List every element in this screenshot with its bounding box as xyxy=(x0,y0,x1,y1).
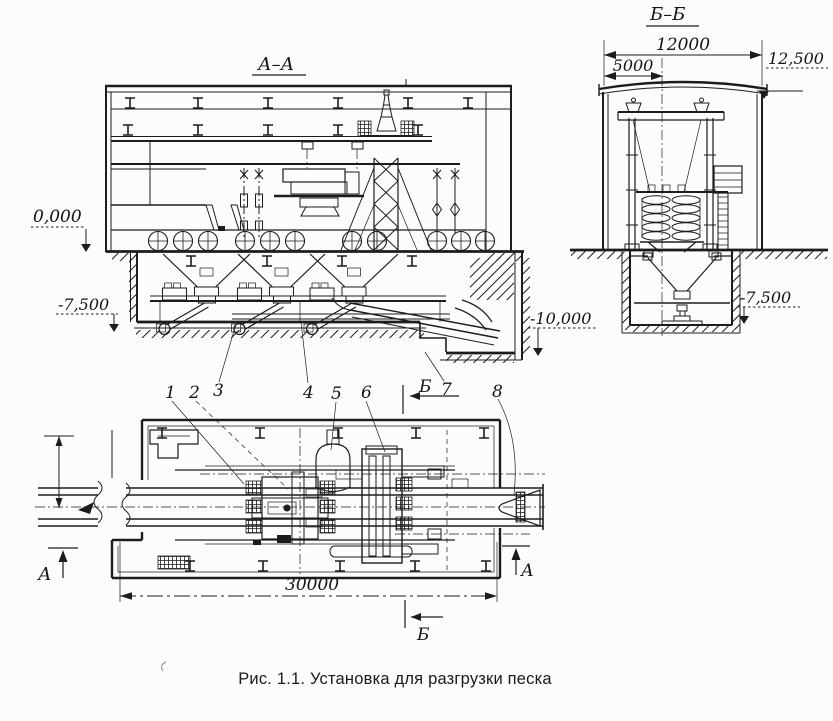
callout-4: 4 xyxy=(302,383,314,403)
section-mark-b-bottom: Б xyxy=(404,600,443,645)
bb-pit-hopper xyxy=(634,252,730,326)
aa-suspended-hoist xyxy=(274,168,364,217)
aa-roof-beams xyxy=(111,97,511,205)
bb-pit xyxy=(621,250,741,334)
plan-building-outline xyxy=(110,418,502,580)
aa-floor-and-rails xyxy=(106,204,524,253)
callout-6: 6 xyxy=(361,383,372,403)
plan-view: Б 1 2 3 4 5 6 7 8 xyxy=(35,321,545,672)
callout-3: 3 xyxy=(213,381,224,401)
dim-5000-label: 5000 xyxy=(613,56,654,75)
section-mark-a-right: А xyxy=(502,545,534,581)
section-mark-b-top: Б xyxy=(402,377,459,414)
aa-hopper-2 xyxy=(231,253,326,336)
aa-lattice-tower xyxy=(340,89,432,251)
aa-wheelsets xyxy=(147,230,496,252)
callout-5: 5 xyxy=(331,384,342,404)
aa-hanger-rods-right xyxy=(431,168,461,233)
plan-track-end-frog xyxy=(498,489,541,527)
elevation-label-m7500-aa: -7,500 xyxy=(58,295,109,314)
elevation-label-m7500-bb: -7,500 xyxy=(740,288,791,307)
aa-ground-hatch-right xyxy=(488,253,522,261)
plan-central-gearbox xyxy=(251,471,329,545)
bb-dim-12000: 12000 xyxy=(603,35,763,86)
section-bb-view: Б–Б 12000 5000 12,500 xyxy=(570,4,828,336)
plan-unloader-machine xyxy=(329,445,445,564)
figure-caption: Рис. 1.1. Установка для разгрузки песка xyxy=(238,670,552,688)
svg-text:Б: Б xyxy=(416,625,430,645)
section-mark-a-left: А xyxy=(36,547,78,585)
section-bb-title: Б–Б xyxy=(649,4,685,25)
svg-text:Б: Б xyxy=(418,377,432,397)
aa-hopper-3 xyxy=(303,253,399,336)
plan-railway-track xyxy=(35,480,545,530)
callout-7: 7 xyxy=(441,380,452,400)
callout-1: 1 xyxy=(165,383,176,403)
plan-machinery xyxy=(149,429,541,570)
callout-8: 8 xyxy=(492,382,503,402)
dim-12000-label: 12000 xyxy=(656,35,710,55)
plan-dim-30000: 30000 xyxy=(119,542,498,602)
aa-pit xyxy=(129,252,530,363)
bb-building-shell xyxy=(598,58,768,336)
aa-building-shell xyxy=(105,79,512,252)
bb-hoist-frame xyxy=(617,97,725,251)
elevation-label-12500: 12,500 xyxy=(768,49,824,68)
plan-hopper-bell xyxy=(315,429,351,493)
aa-ground-hatch-left xyxy=(112,253,138,261)
dim-30000-label: 30000 xyxy=(285,575,339,595)
bb-spring-stack xyxy=(636,184,728,253)
bb-dim-5000: 5000 xyxy=(604,56,663,80)
svg-text:А: А xyxy=(520,561,534,581)
aa-elevation-deep: -10,000 xyxy=(528,309,597,356)
elevation-label-0000: 0,000 xyxy=(33,207,82,227)
aa-hopper-1 xyxy=(156,253,251,336)
plan-dim-left xyxy=(44,435,74,508)
section-aa-view: А–А xyxy=(31,54,597,363)
track-switch-arrow xyxy=(78,502,94,514)
plan-callouts: 1 2 3 4 5 6 7 8 xyxy=(165,321,516,495)
svg-text:А: А xyxy=(36,564,52,585)
bb-counterweight-box xyxy=(713,165,743,194)
bb-elevation-pit: -7,500 xyxy=(738,288,800,324)
bb-ground xyxy=(570,248,828,259)
aa-elevation-pit: -7,500 xyxy=(56,295,119,332)
elevation-label-m10000: -10,000 xyxy=(530,309,591,328)
bb-ladder xyxy=(717,193,729,250)
callout-2: 2 xyxy=(188,383,200,403)
stray-mark xyxy=(161,661,167,672)
plan-columns xyxy=(156,427,492,572)
section-aa-title: А–А xyxy=(256,54,294,75)
aa-elevation-zero: 0,000 xyxy=(31,207,91,252)
